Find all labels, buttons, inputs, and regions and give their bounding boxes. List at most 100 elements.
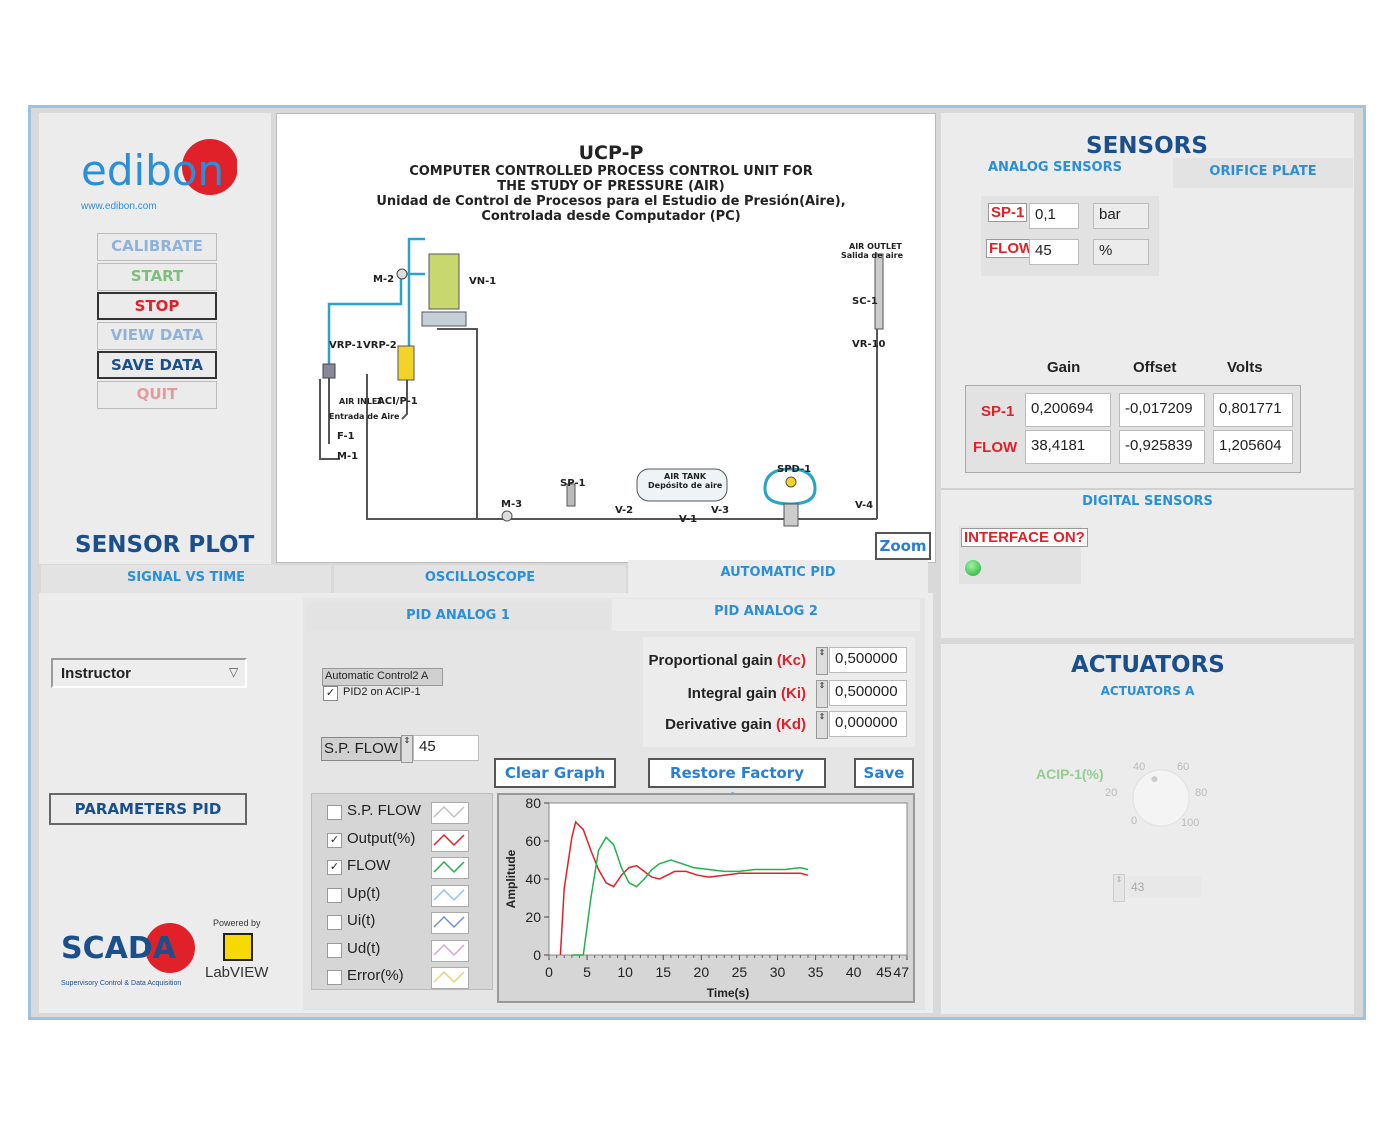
gains-box: Proportional gain (Kc) ⇕ 0,500000 Integr… bbox=[643, 637, 915, 747]
digital-sensors-title: DIGITAL SENSORS bbox=[1082, 494, 1213, 509]
interface-on-label: INTERFACE ON? bbox=[961, 528, 1088, 547]
sp1-value: 0,1 bbox=[1029, 203, 1079, 229]
label-sp1: SP-1 bbox=[560, 478, 586, 489]
legend-item[interactable]: Ud(t) bbox=[327, 938, 477, 964]
kc-input[interactable]: 0,500000 bbox=[829, 647, 907, 673]
tab-pid-analog-1[interactable]: PID ANALOG 1 bbox=[307, 603, 609, 631]
legend-item[interactable]: S.P. FLOW bbox=[327, 800, 477, 826]
sp-flow-label: S.P. FLOW bbox=[321, 737, 401, 761]
legend-checkbox[interactable] bbox=[327, 970, 342, 985]
x-tick-label: 0 bbox=[545, 964, 553, 980]
legend-item[interactable]: Error(%) bbox=[327, 965, 477, 991]
label-v1: V-1 bbox=[679, 514, 697, 525]
knob-value[interactable]: 43 bbox=[1127, 876, 1201, 898]
tab-oscilloscope[interactable]: OSCILLOSCOPE bbox=[334, 565, 626, 593]
app-window: edibon www.edibon.com CALIBRATE START ST… bbox=[28, 105, 1366, 1020]
x-tick-label: 15 bbox=[655, 964, 671, 980]
x-tick-label: 20 bbox=[694, 964, 710, 980]
legend-swatch bbox=[431, 829, 469, 852]
quit-button[interactable]: QUIT bbox=[97, 381, 217, 409]
x-tick-label: 25 bbox=[732, 964, 748, 980]
ki-input[interactable]: 0,500000 bbox=[829, 680, 907, 706]
series-line-output bbox=[559, 820, 809, 956]
kd-input[interactable]: 0,000000 bbox=[829, 711, 907, 737]
kc-abbr: (Kc) bbox=[776, 652, 806, 669]
edibon-url: www.edibon.com bbox=[81, 201, 157, 212]
save-data-button[interactable]: SAVE DATA bbox=[97, 351, 217, 379]
tab-orifice-plate[interactable]: ORIFICE PLATE bbox=[1173, 158, 1353, 188]
clear-graph-button[interactable]: Clear Graph bbox=[494, 758, 616, 788]
knob-tick-0: 0 bbox=[1131, 815, 1137, 827]
acip1-knob[interactable]: 0 20 40 60 80 100 bbox=[1099, 756, 1229, 871]
x-tick-label: 30 bbox=[770, 964, 786, 980]
powered-by-label: Powered by bbox=[213, 918, 261, 928]
legend-swatch bbox=[431, 939, 469, 962]
legend-checkbox[interactable]: ✓ bbox=[327, 832, 342, 848]
label-salida: Salida de aire bbox=[841, 251, 904, 260]
kc-label: Proportional gain bbox=[648, 652, 773, 669]
tab-automatic-pid[interactable]: AUTOMATIC PID bbox=[628, 560, 928, 593]
view-data-button[interactable]: VIEW DATA bbox=[97, 322, 217, 350]
legend-checkbox[interactable] bbox=[327, 915, 342, 930]
cal-sp1-gain: 0,200694 bbox=[1025, 393, 1111, 427]
tab-analog-sensors[interactable]: ANALOG SENSORS bbox=[941, 158, 1169, 186]
legend-item[interactable]: Ui(t) bbox=[327, 910, 477, 936]
label-air-inlet: AIR INLET bbox=[339, 397, 383, 406]
calibrate-button[interactable]: CALIBRATE bbox=[97, 233, 217, 261]
label-vrp2: VRP-2 bbox=[363, 340, 397, 351]
legend-checkbox[interactable]: ✓ bbox=[327, 860, 342, 875]
ki-label: Integral gain bbox=[687, 685, 777, 702]
knob-stepper[interactable]: ⇕ bbox=[1113, 874, 1125, 902]
kd-abbr: (Kd) bbox=[776, 716, 806, 733]
legend-item[interactable]: ✓FLOW bbox=[327, 855, 477, 881]
diagram-subtitle-4: Controlada desde Computador (PC) bbox=[481, 209, 741, 224]
legend-label: Output(%) bbox=[347, 829, 416, 847]
tab-pid-analog-2[interactable]: PID ANALOG 2 bbox=[612, 599, 920, 631]
cal-flow-volts: 1,205604 bbox=[1213, 430, 1293, 464]
sensors-panel: SENSORS ANALOG SENSORS ORIFICE PLATE SP-… bbox=[941, 113, 1354, 523]
pid-checkbox[interactable]: ✓ bbox=[323, 686, 338, 701]
label-m1: M-1 bbox=[337, 451, 358, 462]
restore-factory-values-button[interactable]: Restore Factory Values bbox=[648, 758, 826, 808]
tab-signal-vs-time[interactable]: SIGNAL VS TIME bbox=[41, 565, 331, 593]
legend-item[interactable]: ✓ Output(%) bbox=[327, 828, 477, 854]
flow-value: 45 bbox=[1029, 239, 1079, 265]
sp-flow-input[interactable]: 45 bbox=[413, 735, 479, 761]
sensor-plot-area: Instructor ▽ PARAMETERS PID SCADA Superv… bbox=[39, 593, 933, 1013]
legend-checkbox[interactable] bbox=[327, 805, 342, 820]
control-valve bbox=[428, 253, 460, 310]
label-acip1: ACI/P-1 bbox=[377, 396, 418, 407]
cal-sp1-label: SP-1 bbox=[981, 403, 1015, 420]
kd-stepper[interactable]: ⇕ bbox=[816, 711, 828, 739]
legend-checkbox[interactable] bbox=[327, 887, 342, 903]
y-axis-label: Amplitude bbox=[504, 849, 518, 908]
legend-label: Ud(t) bbox=[347, 939, 381, 957]
ki-stepper[interactable]: ⇕ bbox=[816, 680, 828, 708]
stop-button[interactable]: STOP bbox=[97, 292, 217, 320]
user-select[interactable]: Instructor ▽ bbox=[51, 658, 247, 688]
legend-label: Error(%) bbox=[347, 967, 404, 984]
diagram-subtitle-2: THE STUDY OF PRESSURE (AIR) bbox=[497, 179, 725, 194]
ki-abbr: (Ki) bbox=[781, 685, 806, 702]
legend-swatch bbox=[431, 802, 469, 824]
save-button[interactable]: Save bbox=[854, 758, 914, 788]
legend-item[interactable]: Up(t) bbox=[327, 883, 477, 909]
cal-sp1-volts: 0,801771 bbox=[1213, 393, 1293, 427]
acip1-label: ACIP-1(%) bbox=[1036, 766, 1104, 782]
sp-flow-stepper[interactable]: ⇕ bbox=[401, 735, 413, 763]
flow-unit: % bbox=[1093, 239, 1149, 265]
x-tick-label: 45 bbox=[876, 964, 892, 980]
auto-control-label: Automatic Control2 A bbox=[322, 668, 443, 686]
cal-flow-gain: 38,4181 bbox=[1025, 430, 1111, 464]
diagram-subtitle-3: Unidad de Control de Procesos para el Es… bbox=[376, 194, 846, 209]
label-m2: M-2 bbox=[373, 274, 394, 285]
offset-header: Offset bbox=[1133, 359, 1177, 376]
start-button[interactable]: START bbox=[97, 263, 217, 291]
knob-tick-60: 60 bbox=[1177, 761, 1189, 773]
zoom-button[interactable]: Zoom bbox=[875, 532, 931, 560]
parameters-pid-button[interactable]: PARAMETERS PID bbox=[49, 793, 247, 825]
legend-checkbox[interactable] bbox=[327, 942, 342, 958]
knob-indicator bbox=[1151, 776, 1158, 783]
kc-stepper[interactable]: ⇕ bbox=[816, 647, 828, 675]
